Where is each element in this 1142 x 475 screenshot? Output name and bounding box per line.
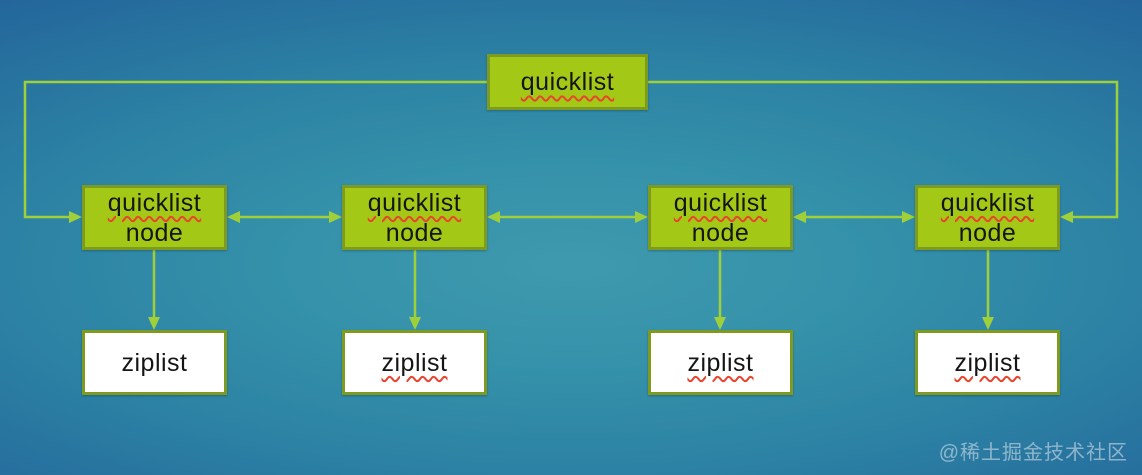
quicklist-node-sublabel: node: [691, 218, 750, 247]
quicklist-node-box-4: quicklist node: [915, 185, 1060, 250]
ziplist-box-1: ziplist: [82, 330, 227, 395]
arrowhead-down-icon: [409, 317, 421, 330]
quicklist-root-label: quicklist: [520, 68, 615, 96]
arrowhead-left-icon: [487, 211, 500, 223]
quicklist-node-box-1: quicklist node: [82, 185, 227, 250]
connector-root-to-node4: [648, 80, 1119, 223]
connector-node4-ziplist4: [982, 250, 994, 330]
quicklist-node-sublabel: node: [385, 218, 444, 247]
watermark: @稀土掘金技术社区: [938, 442, 1128, 464]
quicklist-node-sublabel: node: [958, 218, 1017, 247]
connector-node3-ziplist3: [714, 250, 726, 330]
ziplist-box-4: ziplist: [915, 330, 1060, 395]
arrowhead-down-icon: [982, 317, 994, 330]
quicklist-node-box-3: quicklist node: [648, 185, 793, 250]
arrowhead-down-icon: [148, 317, 160, 330]
connector-node1-node2: [227, 211, 342, 223]
ziplist-label: ziplist: [954, 348, 1021, 377]
arrowhead-left-icon: [793, 211, 806, 223]
connector-node3-node4: [793, 211, 915, 223]
ziplist-box-2: ziplist: [342, 330, 487, 395]
ziplist-label: ziplist: [381, 348, 448, 377]
connector-node1-ziplist1: [148, 250, 160, 330]
connector-node2-node3: [487, 211, 648, 223]
quicklist-root-box: quicklist: [487, 54, 648, 110]
arrowhead-left-icon: [1060, 211, 1073, 223]
connector-root-to-node1: [23, 80, 487, 223]
arrowhead-right-icon: [902, 211, 915, 223]
connector-node2-ziplist2: [409, 250, 421, 330]
arrowhead-down-icon: [714, 317, 726, 330]
quicklist-node-box-2: quicklist node: [342, 185, 487, 250]
ziplist-box-3: ziplist: [648, 330, 793, 395]
ziplist-label: ziplist: [687, 348, 754, 377]
ziplist-label: ziplist: [121, 348, 188, 377]
quicklist-node-sublabel: node: [125, 218, 184, 247]
arrowhead-right-icon: [635, 211, 648, 223]
quicklist-node-label: quicklist: [940, 188, 1035, 217]
arrowhead-right-icon: [69, 211, 82, 223]
quicklist-node-label: quicklist: [367, 188, 462, 217]
quicklist-node-label: quicklist: [107, 188, 202, 217]
quicklist-node-label: quicklist: [673, 188, 768, 217]
arrowhead-right-icon: [329, 211, 342, 223]
arrowhead-left-icon: [227, 211, 240, 223]
